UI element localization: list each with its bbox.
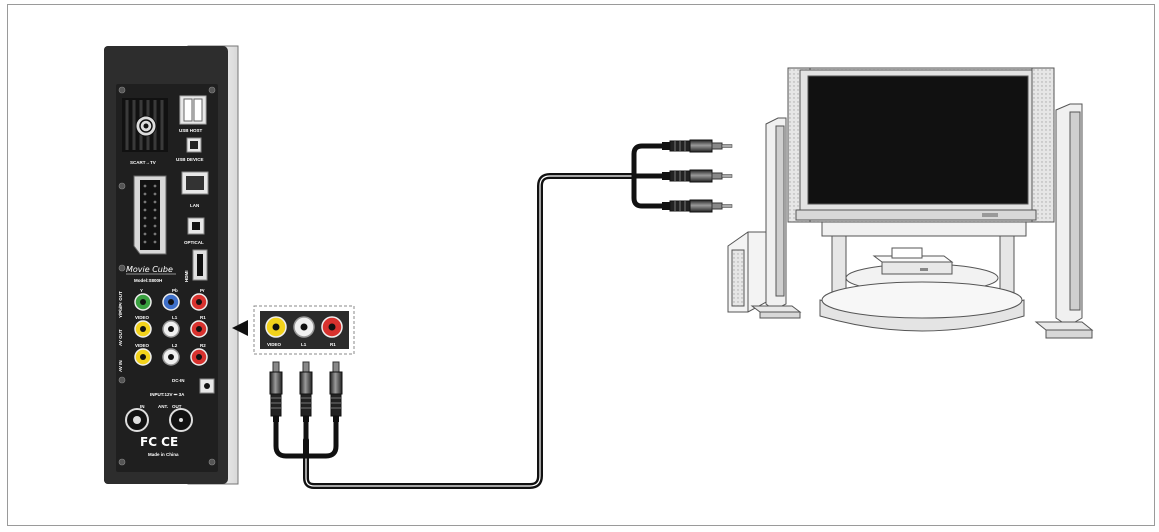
right-tower-speaker [1034, 103, 1094, 339]
tv-stand [819, 217, 1027, 332]
ypbpr-jacks [134, 293, 208, 311]
tv-setup [727, 67, 1094, 339]
fan-vent [122, 98, 168, 152]
screws [118, 86, 216, 466]
screw-icon [118, 182, 126, 190]
certification-marks: FC CE [140, 435, 178, 449]
lan-port [181, 171, 209, 195]
usb-device-label: USB DEVICE [176, 157, 204, 162]
cable-trunk-highlight [305, 175, 635, 487]
rf-ports [125, 408, 193, 432]
callout-l-label: L1 [301, 342, 307, 347]
dc-in-port [199, 378, 215, 394]
av-out-jacks [134, 320, 208, 338]
l2-label: L2 [172, 343, 178, 348]
hdmi-label: HDMI [184, 271, 189, 283]
hdmi-port [192, 249, 208, 281]
rf-in-label: IN [140, 404, 145, 409]
dc-in-label: DC-IN [172, 378, 185, 383]
video2-label: VIDEO [135, 343, 150, 348]
screw-icon [208, 86, 216, 94]
video1-label: VIDEO [135, 315, 150, 320]
av-in-label: AV IN [118, 360, 123, 372]
usb-device-port [186, 137, 202, 153]
rca-plug-white [299, 361, 313, 422]
y-label: Y [140, 288, 143, 293]
tv-screen [807, 75, 1029, 205]
scart-label: SCART→TV [130, 160, 156, 165]
flat-panel-tv [787, 67, 1055, 223]
made-in-label: Made in China [148, 452, 179, 457]
screw-icon [118, 264, 126, 272]
optical-port [187, 217, 205, 235]
lan-label: LAN [190, 203, 199, 208]
callout-r-label: R1 [330, 342, 336, 347]
usb-host-port [179, 95, 207, 125]
screw-icon [118, 86, 126, 94]
left-tower-speaker [750, 117, 802, 319]
rf-ant-label: ANT. [158, 404, 168, 409]
right-rca-plugs [662, 139, 733, 213]
av-cable [273, 143, 667, 489]
rca-plug-middle [662, 169, 733, 183]
brand-logo: Movie Cube [126, 265, 173, 274]
cable-trunk [303, 173, 637, 489]
pb-label: Pb [172, 288, 178, 293]
rca-plug-yellow [269, 361, 283, 422]
optical-label: OPTICAL [184, 240, 204, 245]
screw-icon [208, 458, 216, 466]
pr-label: Pr [200, 288, 205, 293]
av-out-callout: VIDEO L1 R1 [253, 305, 355, 355]
model-label: Model:S800H [134, 278, 162, 283]
pointer-arrow-icon [232, 320, 248, 336]
input-rating-label: INPUT:12V ⎓ 3A [150, 392, 185, 397]
rca-plug-bottom [662, 199, 733, 213]
rf-out-label: OUT [172, 404, 182, 409]
av-out-label: AV OUT [118, 329, 123, 346]
media-player: USB HOST USB DEVICE SCART→TV LAN [104, 45, 239, 485]
usb-host-label: USB HOST [179, 128, 203, 133]
rca-plug-top [662, 139, 733, 153]
screw-icon [118, 376, 126, 384]
l1-label: L1 [172, 315, 178, 320]
left-rca-plugs [269, 361, 343, 422]
subwoofer [727, 231, 771, 313]
scart-port [133, 175, 167, 255]
ypbpr-out-label: Y/Pb/Pr OUT [118, 291, 123, 318]
callout-video-label: VIDEO [267, 342, 282, 347]
r1-label: R1 [200, 315, 206, 320]
r2-label: R2 [200, 343, 206, 348]
rca-plug-red [329, 361, 343, 422]
av-in-jacks [134, 348, 208, 366]
screw-icon [118, 458, 126, 466]
